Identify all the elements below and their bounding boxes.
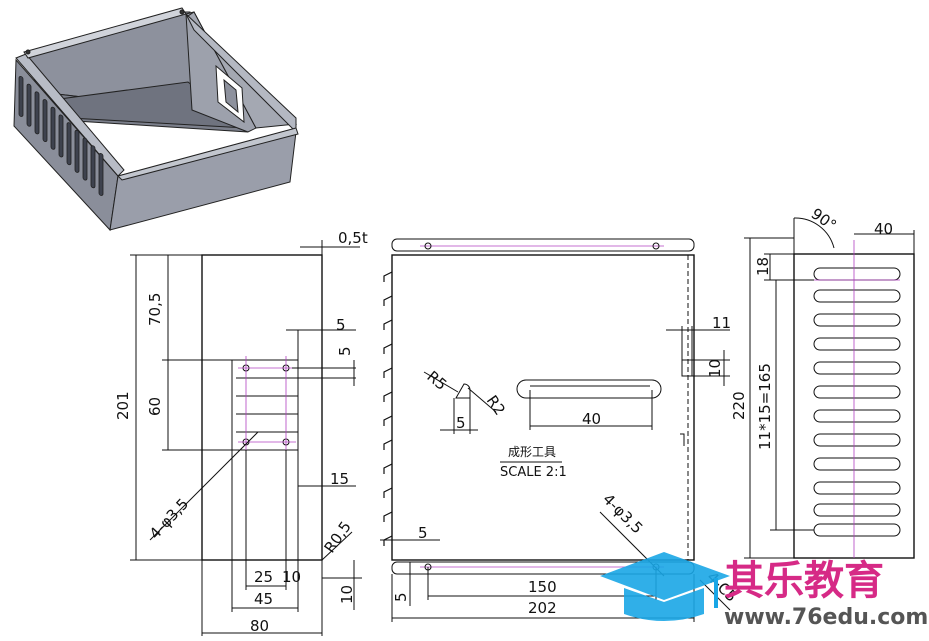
dim-r2: R2 [483,392,509,419]
dim-hole-dy: 5 [336,346,354,356]
right-view [744,217,915,559]
dim-angle-90: 90° [808,205,840,235]
dim-flange-40: 40 [874,220,893,238]
dim-70-5: 70,5 [146,293,164,326]
dim-front-hole-note: 4-φ3,5 [599,490,646,537]
dim-tool-5: 5 [456,414,466,432]
dim-tab-10: 10 [706,359,724,378]
dim-201: 201 [114,391,132,420]
dim-18: 18 [754,257,772,276]
dim-220: 220 [730,391,748,420]
note-forming-tool: 成形工具 [508,445,556,459]
dim-202: 202 [528,599,557,617]
dim-slot-pitch: 11*15=165 [756,363,774,450]
isometric-box-view [13,7,299,232]
watermark-logo: 其乐教育 www.76edu.com [600,552,928,630]
dim-45: 45 [254,590,273,608]
dim-150: 150 [528,578,557,596]
front-view [380,238,731,622]
watermark-brand: 其乐教育 [724,558,884,604]
dim-10-b: 10 [338,585,356,604]
dim-handle-40: 40 [582,410,601,428]
dim-left-hole-note: 4-φ3,5 [146,495,192,543]
note-scale: SCALE 2:1 [500,465,567,480]
left-view [130,240,362,636]
dim-tab-11: 11 [712,314,731,332]
dim-left-5: 5 [418,524,428,542]
dim-60: 60 [146,397,164,416]
dim-r0-5: R0,5 [321,518,355,556]
watermark-url: www.76edu.com [724,605,928,630]
dim-sheet-thickness: 0,5t [338,229,368,247]
dim-10-a: 10 [282,568,301,586]
dim-15: 15 [330,470,349,488]
dim-r5: R5 [423,367,450,394]
dim-bottom-5: 5 [392,592,410,602]
dim-80: 80 [250,617,269,635]
dim-25: 25 [254,568,273,586]
dim-hole-dx: 5 [336,316,346,334]
